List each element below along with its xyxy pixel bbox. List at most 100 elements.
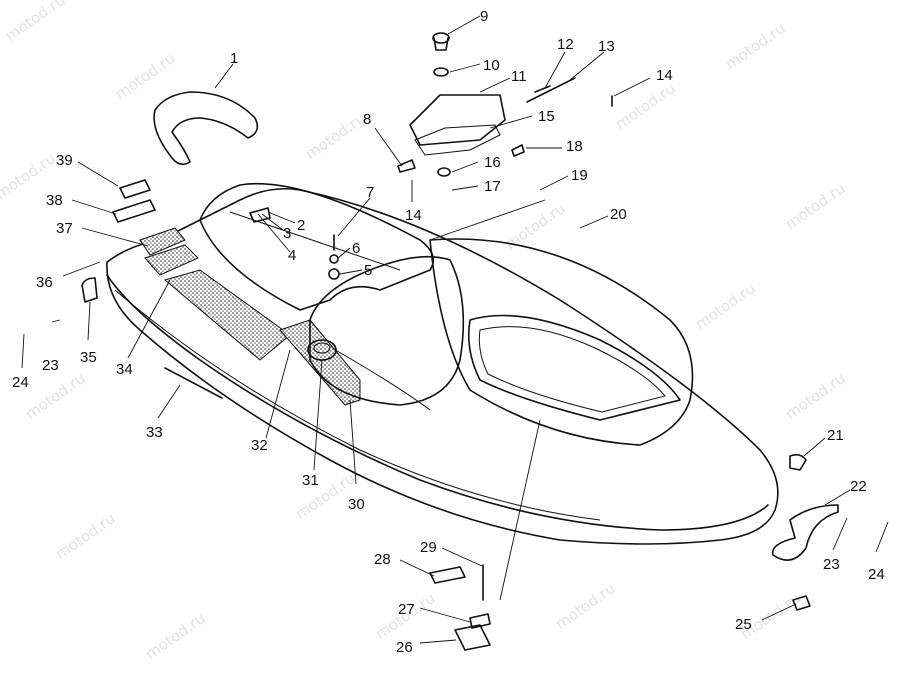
callout-22: 22 bbox=[850, 478, 867, 495]
leader-25 bbox=[761, 603, 797, 621]
washer-6 bbox=[329, 254, 339, 264]
leader-5 bbox=[339, 269, 363, 275]
leader-19 bbox=[539, 175, 569, 191]
callout-30: 30 bbox=[348, 496, 365, 513]
clip-18 bbox=[511, 144, 525, 157]
callout-25: 25 bbox=[735, 616, 752, 633]
leader-10 bbox=[449, 63, 481, 73]
leader-20 bbox=[579, 215, 609, 229]
leader-17 bbox=[451, 185, 479, 191]
watermark: motod.ru bbox=[52, 509, 119, 563]
callout-layer: 1 2 3 4 5 6 7 8 9 10 11 12 13 14 14 15 1… bbox=[12, 8, 885, 656]
leader-28 bbox=[399, 559, 435, 577]
leader-38 bbox=[71, 199, 117, 215]
mat-30 bbox=[279, 319, 361, 406]
hood-inner bbox=[478, 326, 666, 413]
leader-11 bbox=[479, 77, 511, 93]
leader-37 bbox=[81, 227, 149, 247]
leader-14a bbox=[613, 77, 651, 97]
callout-39: 39 bbox=[56, 152, 73, 169]
callout-28: 28 bbox=[374, 551, 391, 568]
callout-9: 9 bbox=[480, 8, 488, 25]
callout-7: 7 bbox=[366, 184, 374, 201]
knob-9-stem bbox=[433, 37, 449, 51]
leader-24a bbox=[21, 333, 25, 369]
front-cowl bbox=[199, 182, 435, 311]
callout-16: 16 bbox=[484, 154, 501, 171]
watermark: motod.ru bbox=[692, 279, 759, 333]
washer-16 bbox=[437, 167, 451, 177]
callout-36: 36 bbox=[36, 274, 53, 291]
callout-15: 15 bbox=[538, 108, 555, 125]
callout-21: 21 bbox=[827, 427, 844, 444]
watermark: motod.ru bbox=[112, 49, 179, 103]
callout-26: 26 bbox=[396, 639, 413, 656]
leader-35 bbox=[87, 301, 91, 341]
callout-17: 17 bbox=[484, 178, 501, 195]
mat-37 bbox=[139, 227, 186, 256]
callout-34: 34 bbox=[116, 361, 133, 378]
callout-4: 4 bbox=[288, 247, 296, 264]
hull-rail-line bbox=[106, 274, 769, 531]
watermark: motod.ru bbox=[782, 369, 849, 423]
leader-rear-deck bbox=[429, 199, 546, 241]
callout-2: 2 bbox=[297, 217, 305, 234]
callout-20: 20 bbox=[610, 206, 627, 223]
cowl-trim bbox=[229, 211, 401, 271]
callout-14: 14 bbox=[656, 67, 673, 84]
watermark: motod.ru bbox=[782, 179, 849, 233]
callout-5: 5 bbox=[364, 262, 372, 279]
leader-21 bbox=[803, 437, 826, 457]
callout-29: 29 bbox=[420, 539, 437, 556]
hull-outline bbox=[106, 187, 779, 545]
grip-26 bbox=[454, 624, 491, 651]
callout-35: 35 bbox=[80, 349, 97, 366]
seat bbox=[309, 255, 465, 406]
watermark: motod.ru bbox=[22, 369, 89, 423]
leader-33 bbox=[157, 384, 181, 419]
callout-37: 37 bbox=[56, 220, 73, 237]
watermark: motod.ru bbox=[552, 579, 619, 633]
washer-5 bbox=[328, 268, 340, 280]
bracket-35 bbox=[81, 277, 98, 303]
leader-39 bbox=[77, 161, 119, 187]
watermark: motod.ru bbox=[612, 79, 679, 133]
clip-12 bbox=[534, 85, 551, 93]
callout-31: 31 bbox=[302, 472, 319, 489]
watermark-layer: motod.ru motod.ru motod.ru motod.ru moto… bbox=[0, 0, 849, 663]
leader-23a bbox=[51, 319, 61, 323]
mat-32 bbox=[163, 269, 291, 361]
nut-25 bbox=[792, 595, 811, 611]
leader-29 bbox=[441, 547, 483, 567]
callout-33: 33 bbox=[146, 424, 163, 441]
leader-32 bbox=[265, 349, 291, 439]
callout-27: 27 bbox=[398, 601, 415, 618]
rear-deck bbox=[429, 238, 694, 446]
grab-handle bbox=[153, 91, 259, 166]
hood-panel bbox=[467, 314, 681, 421]
grip-27 bbox=[469, 613, 491, 629]
leader-24b bbox=[875, 521, 889, 553]
leader-7 bbox=[337, 197, 371, 237]
knob-9 bbox=[432, 32, 450, 44]
mat-34 bbox=[144, 244, 199, 276]
leader-36 bbox=[62, 261, 101, 277]
callout-14: 14 bbox=[405, 207, 422, 224]
leader-16 bbox=[451, 161, 479, 173]
hull-drawing bbox=[106, 187, 779, 545]
bracket-39 bbox=[119, 179, 151, 199]
rod-13 bbox=[526, 77, 576, 103]
washer-10 bbox=[433, 67, 449, 77]
callout-3: 3 bbox=[283, 225, 291, 242]
pad-38 bbox=[112, 199, 156, 223]
watermark: motod.ru bbox=[722, 19, 789, 73]
leader-1 bbox=[214, 63, 234, 89]
fuel-cap-inner bbox=[313, 342, 331, 354]
callout-23: 23 bbox=[823, 556, 840, 573]
callout-10: 10 bbox=[483, 57, 500, 74]
callout-18: 18 bbox=[566, 138, 583, 155]
callout-11: 11 bbox=[511, 68, 527, 85]
callout-24: 24 bbox=[868, 566, 885, 583]
watermark: motod.ru bbox=[142, 609, 209, 663]
leader-6 bbox=[337, 247, 351, 259]
